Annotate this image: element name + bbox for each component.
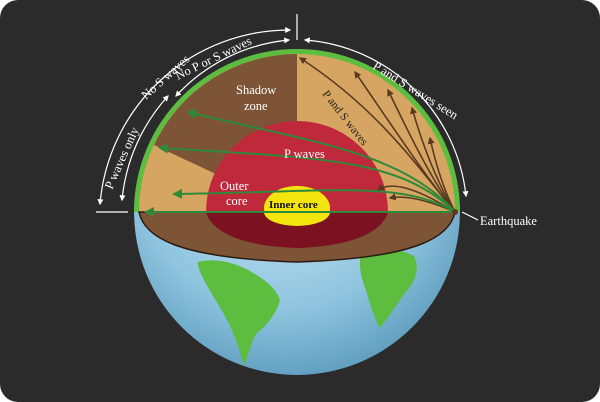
label-shadow: Shadow: [236, 83, 276, 97]
africa-land: [359, 248, 417, 328]
label-outer: Outer: [220, 179, 249, 193]
earthquake-focus: [452, 209, 458, 215]
outer-core-slab: [206, 212, 388, 248]
label-zone: zone: [244, 99, 268, 113]
annotation-arcs: [96, 14, 479, 221]
no-s-arc: [97, 26, 292, 206]
p-s-seen-arc: [303, 37, 469, 198]
label-core: core: [226, 194, 248, 208]
label-inner-core: Inner core: [269, 199, 318, 211]
earthquake-leader: [461, 211, 479, 221]
label-p-waves: P waves: [284, 147, 325, 161]
south-america-land: [197, 260, 280, 366]
label-earthquake: Earthquake: [480, 214, 537, 228]
